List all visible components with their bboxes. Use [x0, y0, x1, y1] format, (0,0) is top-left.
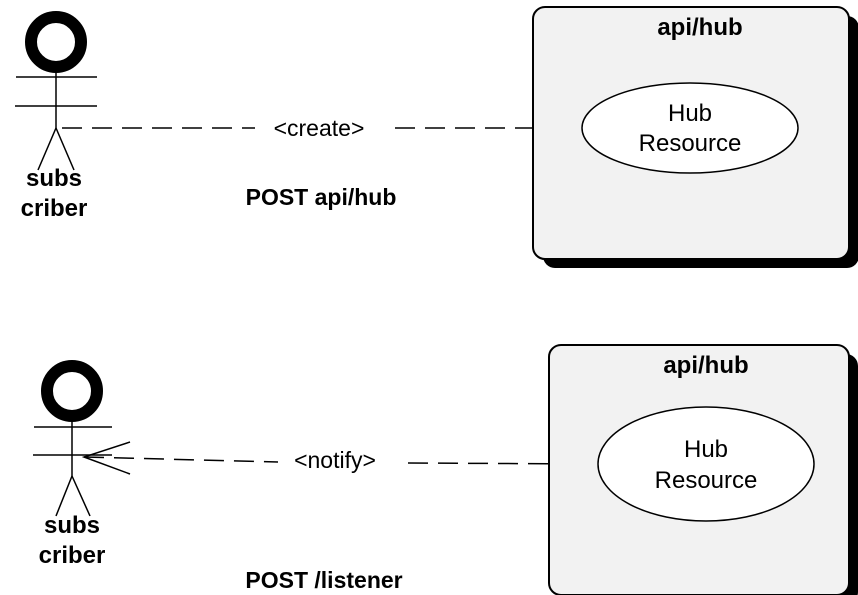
open-arrowhead [81, 441, 131, 475]
use-case-label-line1: Hub [668, 100, 712, 127]
actor-label-line2: criber [21, 195, 88, 222]
use-case-label-line2: Resource [655, 467, 758, 494]
actor-right-leg [55, 127, 75, 171]
actor-label-line1: subs [44, 512, 100, 539]
use-case-ellipse [597, 406, 815, 522]
actor-head [41, 360, 103, 422]
connector-stereotype: <create> [274, 115, 365, 141]
use-case-ellipse [581, 82, 799, 174]
use-case-hub-resource: Hub Resource [597, 406, 815, 522]
diagram-create: subs criber <create> POST api/hub api/hu… [15, 6, 858, 268]
actor-head [25, 11, 87, 73]
connector-stereotype: <notify> [294, 447, 376, 473]
actor-label-line1: subs [26, 165, 82, 192]
actor-subscriber: subs criber [33, 360, 112, 569]
actor-subscriber: subs criber [15, 11, 97, 222]
actor-right-leg [71, 475, 91, 517]
use-case-label-line1: Hub [684, 436, 728, 463]
actor-left-leg [55, 475, 73, 517]
request-label: POST api/hub [246, 184, 397, 210]
dependency-notify: <notify> [81, 441, 601, 475]
system-title: api/hub [663, 352, 748, 379]
system-title: api/hub [657, 14, 742, 41]
actor-left-leg [37, 127, 57, 171]
request-label: POST /listener [245, 567, 402, 593]
diagram-notify: subs criber <notify> POST /listener api/… [33, 344, 858, 595]
use-case-hub-resource: Hub Resource [581, 82, 799, 174]
use-case-label-line2: Resource [639, 130, 742, 157]
dependency-create: <create> [62, 112, 585, 144]
actor-label-line2: criber [39, 542, 106, 569]
connector-line-left [83, 456, 279, 463]
